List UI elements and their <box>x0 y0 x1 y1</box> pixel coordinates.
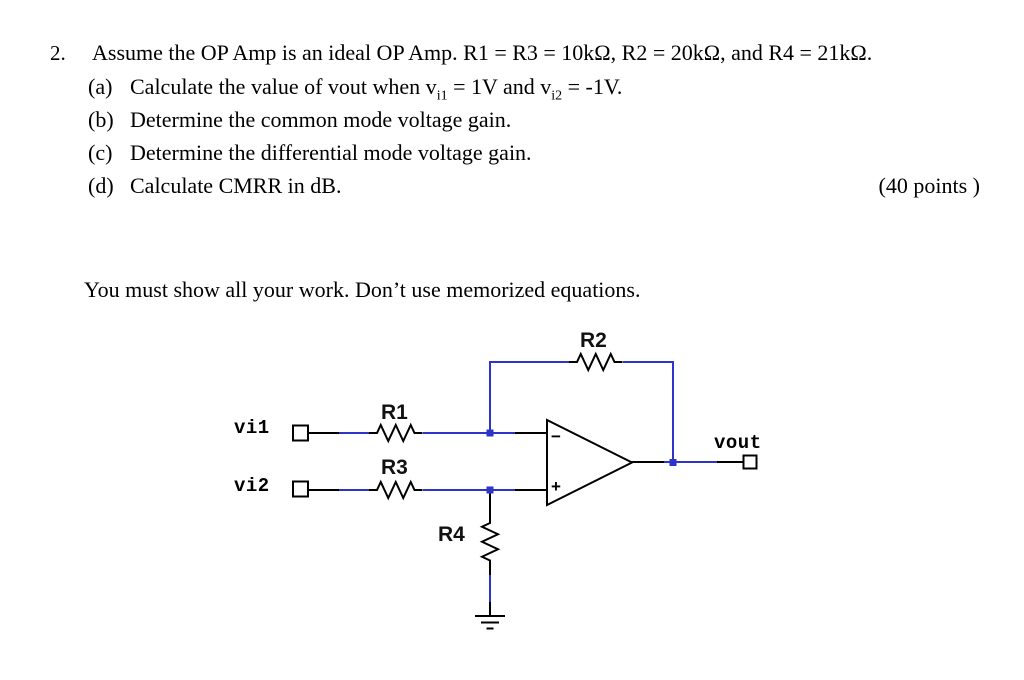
label-vout: vout <box>714 432 762 454</box>
node-plus-input <box>486 486 494 494</box>
part-c-text: Determine the differential mode voltage … <box>130 140 532 165</box>
label-r4: R4 <box>438 523 465 546</box>
part-a-text-pre: Calculate the value of vout when v <box>130 74 437 99</box>
terminal-vi1 <box>292 424 309 442</box>
opamp-minus-sign: − <box>551 427 561 446</box>
part-a-row: (a) Calculate the value of vout when vi1… <box>88 70 982 103</box>
label-r3: R3 <box>381 456 408 479</box>
resistor-r3-symbol <box>369 479 423 501</box>
problem-block: 2. Assume the OP Amp is an ideal OP Amp.… <box>50 36 982 202</box>
part-a-text: Calculate the value of vout when vi1 = 1… <box>130 70 622 103</box>
problem-number: 2. <box>50 41 66 65</box>
part-d-text: Calculate CMRR in dB. <box>130 173 342 198</box>
part-a-label: (a) <box>88 74 113 99</box>
label-vi1: vi1 <box>234 417 270 439</box>
points-badge: (40 points ) <box>878 173 980 198</box>
label-r1: R1 <box>381 401 408 424</box>
part-a-text-post: = -1V. <box>562 74 623 99</box>
opamp-plus-sign: + <box>551 477 561 496</box>
resistor-r4-symbol <box>479 517 501 567</box>
part-b-row: (b) Determine the common mode voltage ga… <box>88 103 982 136</box>
part-c-label: (c) <box>88 140 113 165</box>
terminal-vi2 <box>292 480 309 498</box>
subscript-i2: i2 <box>551 88 563 104</box>
problem-title-row: 2. Assume the OP Amp is an ideal OP Amp.… <box>50 36 982 70</box>
label-vi2: vi2 <box>234 475 270 497</box>
part-d-row: (d) Calculate CMRR in dB. (40 points ) <box>88 169 982 202</box>
problem-parts: (a) Calculate the value of vout when vi1… <box>88 70 982 202</box>
part-c-row: (c) Determine the differential mode volt… <box>88 136 982 169</box>
subscript-i1: i1 <box>436 88 448 104</box>
resistor-r1-symbol <box>369 422 423 444</box>
part-b-label: (b) <box>88 107 114 132</box>
part-b-text: Determine the common mode voltage gain. <box>130 107 512 132</box>
ground-symbol <box>475 615 505 630</box>
part-a-text-mid: = 1V and v <box>447 74 552 99</box>
label-r2: R2 <box>580 329 607 352</box>
opamp-symbol <box>546 418 635 507</box>
resistor-r2-symbol <box>569 351 623 373</box>
problem-statement: Assume the OP Amp is an ideal OP Amp. R1… <box>92 40 873 65</box>
part-d-label: (d) <box>88 173 114 198</box>
terminal-vout <box>742 454 758 470</box>
node-minus-input <box>486 429 494 437</box>
node-output <box>669 459 677 466</box>
instruction-line: You must show all your work. Don’t use m… <box>84 277 641 302</box>
